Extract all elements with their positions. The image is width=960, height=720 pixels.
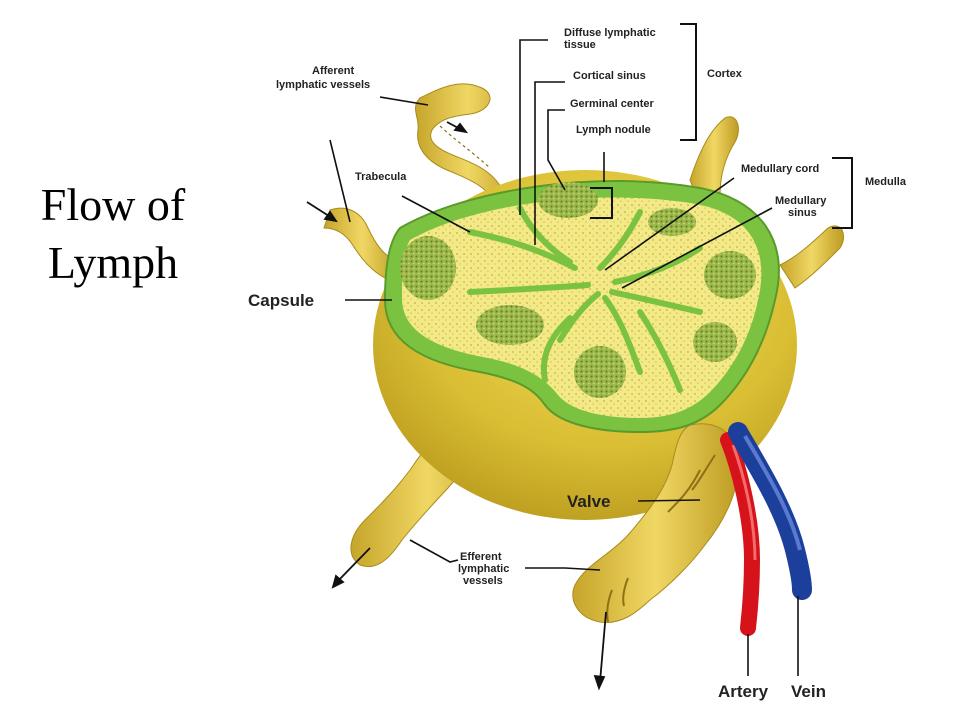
title-line-2: Lymph	[47, 237, 179, 288]
arrowhead	[453, 122, 469, 134]
arrowhead	[593, 674, 606, 691]
label-cortex: Cortex	[707, 68, 743, 80]
lymph-nodule	[704, 251, 756, 299]
label-germinal-center: Germinal center	[570, 98, 654, 110]
label-diffuse-line-1: Diffuse lymphatic	[564, 27, 656, 39]
arrowhead	[331, 574, 345, 589]
slide-title: Flow of Lymph	[18, 176, 208, 292]
label-efferent-line-3: vessels	[463, 575, 503, 587]
label-valve: Valve	[567, 492, 611, 511]
flow-arrows	[306, 121, 607, 691]
label-vein: Vein	[791, 682, 826, 701]
leader-lines	[329, 39, 799, 676]
lymph-nodule	[693, 322, 737, 362]
label-medullary-sinus-line-2: sinus	[788, 207, 817, 219]
label-afferent-line-2: lymphatic vessels	[276, 79, 370, 91]
flow-arrow-efferent-bottom	[599, 611, 607, 683]
lymph-nodule	[476, 305, 544, 345]
medulla-bracket	[832, 157, 853, 229]
afferent-vessel-top	[415, 83, 522, 211]
label-artery: Artery	[718, 682, 769, 701]
label-lymph-nodule: Lymph nodule	[576, 124, 651, 136]
label-medullary-cord: Medullary cord	[741, 163, 819, 175]
vein-vessel	[728, 422, 812, 600]
flow-arrow-efferent-left	[335, 547, 371, 584]
medullary-channels	[467, 205, 703, 393]
lymph-nodule	[538, 182, 598, 218]
vein-highlight	[743, 434, 802, 551]
artery-vessel	[720, 432, 761, 636]
lymph-nodule	[400, 236, 456, 300]
label-capsule: Capsule	[248, 291, 314, 310]
label-medulla: Medulla	[865, 176, 907, 188]
title-line-1: Flow of	[40, 179, 186, 230]
cortex-bracket	[680, 23, 697, 141]
afferent-vessel-right-top	[689, 116, 739, 206]
label-efferent-line-2: lymphatic	[458, 563, 509, 575]
lymph-nodule	[574, 346, 626, 398]
artery-highlight	[731, 444, 757, 561]
afferent-vessel-right	[779, 225, 844, 289]
label-medullary-sinus-line-1: Medullary	[775, 195, 827, 207]
lymph-nodules	[400, 182, 756, 398]
label-diffuse-line-2: tissue	[564, 39, 596, 51]
label-trabecula: Trabecula	[355, 171, 407, 183]
label-efferent-line-1: Efferent	[460, 551, 502, 563]
label-cortical-sinus: Cortical sinus	[573, 70, 646, 82]
arrowhead	[323, 210, 338, 223]
label-afferent-line-1: Afferent	[312, 65, 355, 77]
